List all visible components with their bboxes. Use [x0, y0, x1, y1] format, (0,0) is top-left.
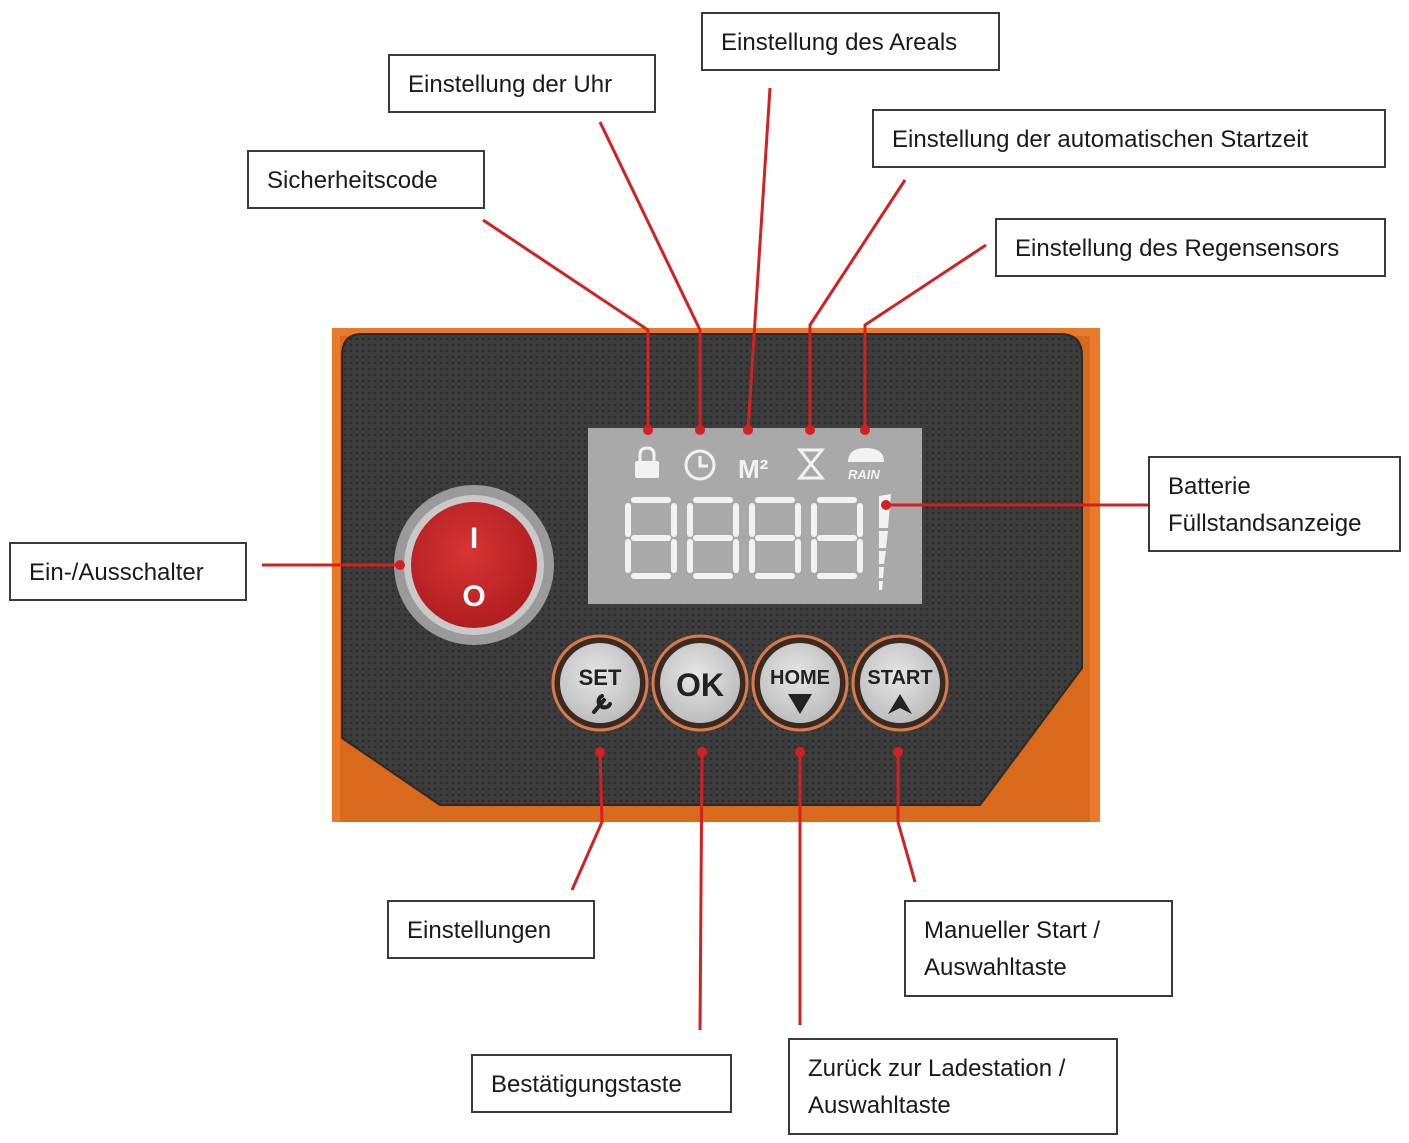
rain-icon-label: RAIN — [848, 467, 880, 482]
label-battery-gauge-line1: Batterie — [1168, 473, 1251, 500]
label-manual-start-line1: Manueller Start / — [924, 917, 1101, 944]
arrow-down-icon — [788, 694, 812, 714]
label-back-to-station: Zurück zur Ladestation / Auswahltaste — [788, 1038, 1118, 1135]
ok-button[interactable]: OK — [651, 634, 749, 732]
lcd-display: M² RAIN 8888 — [588, 428, 922, 604]
label-auto-start-setting-text: Einstellung der automatischen Startzeit — [892, 126, 1309, 153]
label-settings-text: Einstellungen — [407, 917, 552, 944]
segment-digits — [625, 497, 863, 579]
leader-clock — [598, 121, 702, 430]
leader-lines — [262, 87, 1150, 1031]
start-button[interactable]: START — [851, 634, 949, 732]
label-area-setting-text: Einstellung des Areals — [721, 29, 958, 56]
label-battery-gauge: Batterie Füllstandsanzeige — [1148, 456, 1401, 552]
ok-button-label: OK — [676, 667, 724, 703]
label-clock-setting: Einstellung der Uhr — [388, 54, 656, 113]
leader-rain — [863, 243, 987, 430]
home-button-label: HOME — [770, 667, 830, 689]
leader-security-code — [482, 218, 650, 430]
label-rain-sensor-setting: Einstellung des Regensensors — [995, 218, 1386, 277]
area-m2-icon: M² — [738, 454, 769, 484]
home-button[interactable]: HOME — [751, 634, 849, 732]
label-confirm-button: Bestätigungstaste — [471, 1054, 732, 1113]
label-security-code-text: Sicherheitscode — [267, 167, 438, 194]
label-confirm-button-text: Bestätigungstaste — [491, 1071, 682, 1098]
arrow-up-icon — [888, 694, 912, 714]
label-power-switch-text: Ein-/Ausschalter — [29, 559, 204, 586]
set-button[interactable]: SET — [551, 634, 649, 732]
label-settings: Einstellungen — [387, 900, 595, 959]
leader-start — [896, 752, 917, 883]
leader-settings — [570, 751, 604, 891]
label-clock-setting-text: Einstellung der Uhr — [408, 71, 613, 98]
leader-area — [746, 87, 772, 431]
power-switch[interactable]: I O — [394, 485, 554, 645]
leader-confirm — [698, 751, 704, 1031]
hourglass-icon — [796, 448, 826, 480]
label-security-code: Sicherheitscode — [247, 150, 485, 209]
label-back-to-station-line2: Auswahltaste — [808, 1092, 951, 1119]
label-rain-sensor-setting-text: Einstellung des Regensensors — [1015, 235, 1340, 262]
power-on-symbol: I — [470, 522, 478, 555]
clock-icon — [684, 449, 716, 481]
label-power-switch: Ein-/Ausschalter — [9, 542, 247, 601]
leader-dots — [395, 425, 903, 757]
label-manual-start: Manueller Start / Auswahltaste — [904, 900, 1173, 997]
set-button-label: SET — [579, 665, 622, 690]
start-button-label: START — [867, 667, 932, 689]
power-switch-face[interactable] — [411, 502, 537, 628]
lock-icon — [635, 446, 659, 478]
label-manual-start-line2: Auswahltaste — [924, 954, 1067, 981]
label-auto-start-setting: Einstellung der automatischen Startzeit — [872, 109, 1386, 168]
label-battery-gauge-line2: Füllstandsanzeige — [1168, 510, 1362, 537]
wrench-icon — [592, 694, 612, 714]
leader-auto-start — [808, 179, 907, 430]
label-area-setting: Einstellung des Areals — [701, 12, 1000, 71]
rain-icon: RAIN — [848, 448, 884, 482]
power-off-symbol: O — [462, 580, 485, 613]
label-back-to-station-line1: Zurück zur Ladestation / — [808, 1055, 1066, 1082]
